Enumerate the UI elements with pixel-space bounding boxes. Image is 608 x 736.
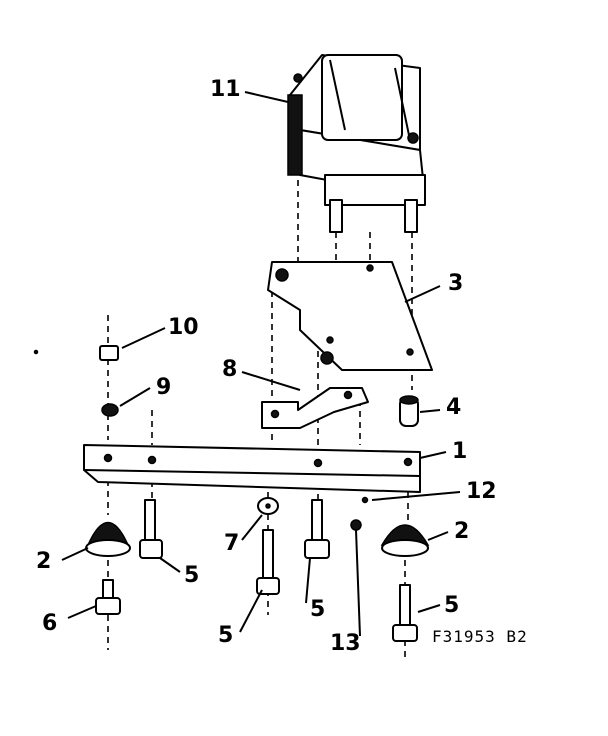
callout-2-right: 2: [454, 519, 469, 544]
callout-1: 1: [452, 439, 467, 464]
washer-7: [257, 497, 279, 515]
callout-5-c: 5: [218, 623, 233, 648]
fastener-12: [361, 496, 369, 504]
mounting-plate-3: [267, 261, 433, 371]
speck: [33, 349, 39, 355]
callout-11: 11: [210, 77, 241, 102]
callout-2-left: 2: [36, 549, 51, 574]
screw-5-d: [392, 584, 418, 642]
support-rail-1: [83, 444, 421, 493]
callout-3: 3: [448, 271, 463, 296]
callout-6: 6: [42, 611, 57, 636]
component-box-11: [287, 54, 426, 233]
leader-lines: [61, 91, 461, 637]
figure-code: F31953 B2: [432, 627, 528, 646]
callout-5-a: 5: [184, 563, 199, 588]
callout-8: 8: [222, 357, 237, 382]
washer-9: [101, 403, 119, 417]
bracket-8: [261, 387, 369, 429]
callout-12: 12: [466, 479, 497, 504]
callout-4: 4: [446, 395, 461, 420]
nut-10: [99, 345, 119, 361]
rubber-foot-2-left: [85, 522, 131, 557]
callout-5-d: 5: [444, 593, 459, 618]
rubber-foot-2-right: [380, 524, 430, 557]
callout-5-b: 5: [310, 597, 325, 622]
spacer-4: [399, 395, 419, 427]
screw-5-a: [139, 499, 163, 559]
callout-9: 9: [156, 375, 171, 400]
fastener-13: [350, 519, 362, 531]
callout-13: 13: [330, 631, 361, 656]
callout-7: 7: [224, 531, 239, 556]
screw-5-b: [304, 499, 330, 559]
bolt-6: [95, 579, 121, 615]
callout-10: 10: [168, 315, 199, 340]
screw-5-c: [256, 529, 280, 595]
